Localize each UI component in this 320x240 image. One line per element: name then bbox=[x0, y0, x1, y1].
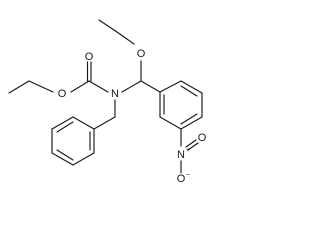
amine-nitrogen-label: N bbox=[111, 88, 119, 100]
bond-phenyl-a bbox=[72, 116, 95, 130]
nitro-oxygen-bottom-label: O bbox=[177, 173, 186, 185]
nitro-negative-charge: − bbox=[186, 172, 190, 179]
ether-oxygen-label: O bbox=[137, 48, 146, 60]
bond-ring-inner-1 bbox=[180, 85, 198, 97]
bond-ring-e bbox=[159, 116, 182, 130]
bond-ring-d bbox=[180, 116, 203, 130]
bond-layer bbox=[8, 19, 203, 174]
bond-phenyl-inner-2 bbox=[56, 149, 74, 161]
bond-methine-ring bbox=[140, 80, 161, 93]
nitro-nitrogen-label: N bbox=[177, 149, 185, 161]
bond-ring-b bbox=[180, 80, 203, 94]
bond-carbonyl-nitrogen bbox=[88, 80, 109, 93]
bond-nitro-o-top-b bbox=[187, 142, 199, 151]
bond-nitro-o-top-a bbox=[185, 139, 197, 148]
chemical-structure-diagram: O O N O N + O O − bbox=[8, 19, 207, 185]
bond-ether-ch2-ch3 bbox=[98, 19, 118, 33]
ester-oxygen-label: O bbox=[58, 88, 67, 100]
nitro-positive-charge: + bbox=[186, 147, 190, 154]
bond-phenyl-d bbox=[51, 152, 74, 166]
bond-phenyl-e bbox=[72, 152, 95, 166]
bond-ring-a bbox=[159, 80, 182, 93]
bond-ester-o-carbonyl bbox=[70, 80, 90, 93]
nitro-oxygen-top-label: O bbox=[198, 132, 207, 144]
bond-ether-o-ch2 bbox=[116, 31, 135, 45]
atom-label-layer: O O N O N + O O − bbox=[58, 48, 207, 185]
carbonyl-oxygen-label: O bbox=[85, 51, 94, 63]
bond-phenyl-inner-1 bbox=[56, 121, 74, 133]
bond-phenyl-b bbox=[51, 116, 74, 130]
bond-ester-ch3-ch2 bbox=[8, 80, 30, 94]
bond-ester-ch2-o bbox=[28, 80, 54, 93]
bond-benzyl-ch2-ring bbox=[93, 116, 116, 130]
bond-ring-inner-2 bbox=[180, 113, 198, 125]
bond-nitrogen-methine bbox=[121, 80, 142, 93]
